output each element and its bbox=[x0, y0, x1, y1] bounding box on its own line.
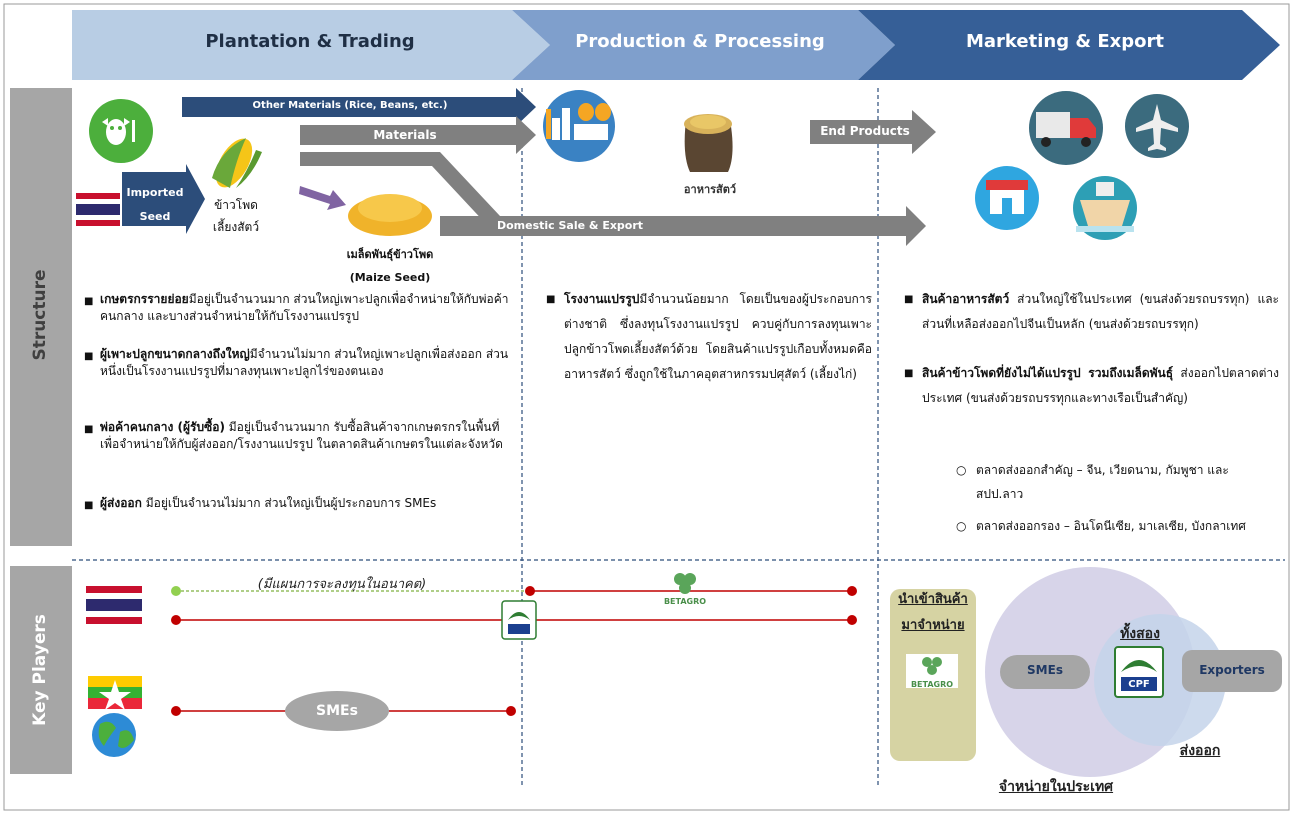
col2-bullet: ■ โรงงานแปรรูปมีจำนวนน้อยมาก โดยเป็นของผ… bbox=[546, 292, 872, 381]
corn-label: ข้าวโพด bbox=[214, 198, 258, 212]
phase-title-2: Production & Processing bbox=[575, 31, 825, 52]
maize-seed-label-en: (Maize Seed) bbox=[349, 271, 431, 284]
domestic-export-label: Domestic Sale & Export bbox=[496, 219, 644, 232]
domestic-sale-arrow bbox=[440, 206, 926, 246]
col1-bullet-2: ■ผู้เพาะปลูกขนาดกลางถึงใหญ่มีจำนวนไม่มาก… bbox=[84, 347, 509, 378]
myanmar-flag-icon bbox=[88, 676, 142, 710]
thai-flag-icon-players bbox=[86, 586, 142, 624]
key-players-label: Key Players bbox=[30, 614, 50, 726]
end-products-label: End Products bbox=[820, 124, 910, 138]
cpf-right-label: CPF bbox=[1128, 679, 1150, 690]
cow-icon-glyph bbox=[102, 118, 135, 145]
feeder-line bbox=[300, 152, 500, 226]
future-plan-label: (มีแผนการจะลงทุนในอนาคต) bbox=[257, 577, 427, 592]
structure-band bbox=[10, 88, 72, 546]
betagro-label: BETAGRO bbox=[663, 597, 707, 606]
exporters-label: Exporters bbox=[1199, 663, 1265, 677]
maize-seed-label: เมล็ดพันธุ์ข้าวโพด bbox=[346, 248, 434, 261]
betagro-logo-icon bbox=[674, 573, 696, 594]
corn-icon bbox=[212, 138, 262, 188]
materials-label: Materials bbox=[373, 128, 437, 142]
animal-feed-icon bbox=[684, 114, 733, 172]
imported-seed-arrow bbox=[122, 164, 205, 234]
other-materials-label: Other Materials (Rice, Beans, etc.) bbox=[252, 100, 448, 111]
phase-title-1: Plantation & Trading bbox=[205, 31, 415, 52]
both-label: ทั้งสอง bbox=[1120, 626, 1160, 642]
corn-to-seed-arrow bbox=[299, 186, 346, 210]
smes-bubble bbox=[285, 691, 389, 731]
betagro-label-right: BETAGRO bbox=[910, 680, 954, 689]
smes-right-pill bbox=[1000, 655, 1090, 689]
key-players-band bbox=[10, 566, 72, 774]
materials-arrow bbox=[300, 116, 536, 154]
imported-seed-label-2: Seed bbox=[139, 210, 171, 223]
smes-right-label: SMEs bbox=[1027, 663, 1063, 677]
end-products-arrow bbox=[810, 110, 936, 154]
outer-frame bbox=[3, 3, 1290, 811]
col1-bullet-3: ■พ่อค้าคนกลาง (ผู้รับซื้อ) มีอยู่เป็นจำน… bbox=[84, 420, 503, 451]
cpf-logo-icon-right bbox=[1114, 646, 1164, 698]
col3-sub-2: ○ ตลาดส่งออกรอง – อินโดนีเซีย, มาเลเซีย,… bbox=[956, 519, 1246, 533]
col3-sub-1: ○ ตลาดส่งออกสำคัญ – จีน, เวียดนาม, กัมพู… bbox=[956, 463, 1229, 501]
thai-flag-icon bbox=[76, 193, 120, 226]
col3-bullet-1: ■ สินค้าอาหารสัตว์ ส่วนใหญ่ใช้ในประเทศ (… bbox=[904, 292, 1279, 331]
structure-label: Structure bbox=[30, 269, 50, 361]
betagro-logo-icon-right bbox=[906, 654, 958, 688]
cpf-logo-icon bbox=[501, 600, 537, 640]
import-dist-label-2: มาจำหน่าย bbox=[901, 618, 965, 633]
col3-bullet-2: ■ สินค้าข้าวโพดที่ยังไม่ได้แปรรูป รวมถึง… bbox=[904, 366, 1279, 405]
col1-bullet-4: ■ผู้ส่งออก มีอยู่เป็นจำนวนไม่มาก ส่วนใหญ… bbox=[84, 496, 437, 511]
import-dist-label-1: นำเข้าสินค้า bbox=[898, 592, 968, 607]
phase-2-chevron bbox=[512, 10, 895, 80]
exporters-pill bbox=[1182, 650, 1282, 692]
domestic-label: จำหน่ายในประเทศ bbox=[998, 779, 1114, 795]
phase-3-chevron bbox=[858, 10, 1280, 80]
phase-1-chevron bbox=[72, 10, 550, 80]
imported-seed-label-1: Imported bbox=[126, 186, 184, 199]
animal-feed-label: อาหารสัตว์ bbox=[683, 183, 737, 196]
smes-label: SMEs bbox=[316, 703, 358, 719]
export-label: ส่งออก bbox=[1179, 743, 1221, 759]
other-materials-arrow bbox=[182, 88, 536, 126]
phase-title-3: Marketing & Export bbox=[966, 31, 1164, 52]
col1-bullet-1: ■เกษตรกรรายย่อยมีอยู่เป็นจำนวนมาก ส่วนให… bbox=[84, 292, 509, 323]
corn-label-2: เลี้ยงสัตว์ bbox=[212, 220, 260, 234]
